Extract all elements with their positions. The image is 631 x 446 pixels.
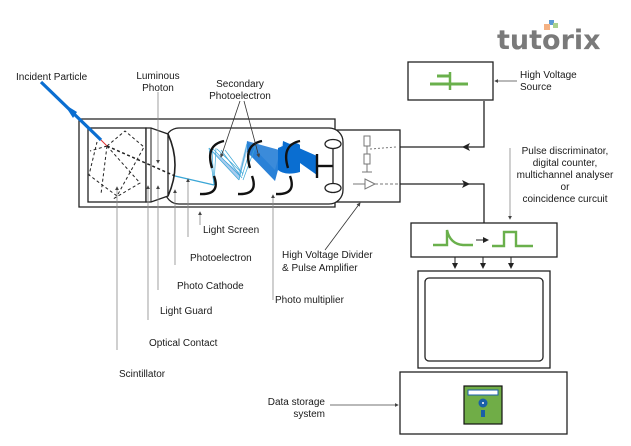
label-light-screen: Light Screen — [203, 225, 259, 236]
dynode-2 — [199, 175, 217, 196]
floppy-disk-icon — [463, 385, 503, 425]
label-pulse-discriminator-3: multichannel analyser — [517, 170, 614, 181]
label-hv-divider-1: High Voltage Divider — [282, 250, 373, 261]
battery-icon — [430, 72, 468, 90]
label-secondary-photoelectron-2: Photoelectron — [209, 91, 271, 102]
signal-line-arrow — [462, 180, 470, 188]
dynodes — [199, 139, 301, 196]
label-luminous-photon-1: Luminous — [136, 71, 179, 82]
output-pulse-icon — [492, 230, 533, 248]
electron-cascade — [208, 141, 317, 186]
particle-track — [100, 139, 108, 147]
input-pulse-icon — [433, 229, 473, 247]
label-photo-multiplier: Photo multiplier — [275, 295, 345, 306]
hv-line-arrow — [462, 143, 470, 151]
label-high-voltage-source-1: High Voltage — [520, 70, 577, 81]
connector-pin-bottom — [324, 182, 342, 194]
dynode-5 — [284, 139, 301, 169]
label-light-guard: Light Guard — [160, 306, 212, 317]
logo-dot-green — [553, 23, 558, 28]
label-pulse-discriminator-1: Pulse discriminator, — [522, 146, 609, 157]
label-hv-divider-2: & Pulse Amplifier — [282, 263, 358, 274]
leader-lines — [115, 92, 361, 350]
label-data-storage-1: Data storage — [268, 397, 326, 408]
photo-cathode — [167, 133, 176, 197]
incident-arrowhead — [64, 104, 77, 118]
label-data-storage-2: system — [293, 409, 325, 420]
voltage-divider-symbol — [362, 135, 397, 173]
monitor-screen — [424, 277, 544, 362]
dynode-1 — [208, 139, 225, 169]
label-luminous-photon-2: Photon — [142, 83, 174, 94]
pulse-shaping-icon — [433, 229, 533, 248]
dynode-4 — [237, 175, 255, 196]
photoelectron-ray — [174, 175, 215, 186]
label-photo-cathode: Photo Cathode — [177, 281, 244, 292]
label-incident-particle: Incident Particle — [16, 72, 88, 83]
label-pulse-discriminator-2: digital counter, — [533, 158, 598, 169]
secondary-photoelectron-leader-1 — [220, 100, 241, 158]
shaper-output-arrows — [452, 257, 514, 269]
label-photoelectron: Photoelectron — [190, 253, 252, 264]
dynode-3 — [246, 139, 263, 169]
hv-supply-line — [400, 101, 485, 148]
photon-paths — [88, 130, 176, 200]
connector-pin-top — [324, 138, 342, 150]
logo-text: tutorix — [497, 25, 601, 56]
label-high-voltage-source-2: Source — [520, 82, 552, 93]
signal-line — [400, 183, 485, 223]
logo-dot-blue — [549, 20, 554, 25]
label-pulse-discriminator-4: or — [561, 182, 571, 193]
secondary-photoelectron-leader-2 — [243, 100, 261, 158]
logo-dot-orange — [544, 24, 550, 30]
hv-divider-leader — [324, 202, 361, 251]
pulse-amplifier-symbol — [353, 178, 398, 190]
label-secondary-photoelectron-1: Secondary — [216, 79, 264, 90]
label-pulse-discriminator-5: coincidence curcuit — [522, 194, 607, 205]
dynode-6 — [275, 175, 293, 196]
tutorix-logo: tutorix — [497, 20, 601, 56]
label-scintillator: Scintillator — [119, 369, 166, 380]
label-optical-contact: Optical Contact — [149, 338, 218, 349]
